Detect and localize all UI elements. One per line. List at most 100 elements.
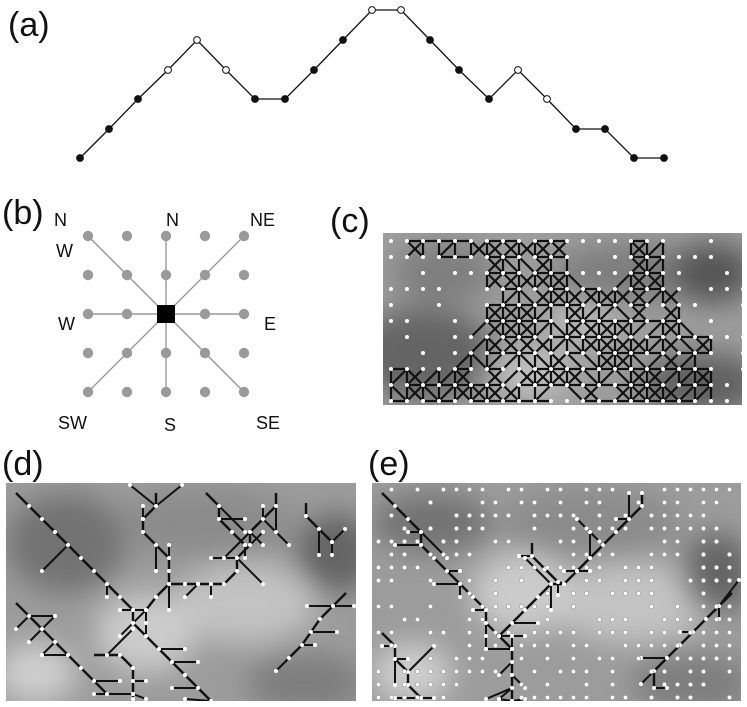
channel-node bbox=[131, 666, 135, 670]
grid-node bbox=[531, 564, 538, 571]
grid-node bbox=[713, 616, 720, 623]
grid-node bbox=[518, 642, 525, 649]
grid-node bbox=[492, 590, 499, 597]
grid-node bbox=[629, 367, 633, 371]
flow-segment bbox=[534, 272, 552, 290]
grid-node bbox=[501, 319, 505, 323]
flow-segment bbox=[486, 320, 504, 338]
channel-node bbox=[243, 530, 247, 534]
grid-node bbox=[389, 367, 393, 371]
panel-c-label: (c) bbox=[330, 202, 370, 240]
flow-segment bbox=[486, 240, 504, 258]
grid-node bbox=[531, 512, 538, 519]
grid-node bbox=[674, 694, 681, 701]
grid-node bbox=[405, 239, 409, 243]
channel-node bbox=[154, 569, 158, 573]
grid-node bbox=[648, 564, 655, 571]
grid-node bbox=[401, 564, 408, 571]
grid-node bbox=[388, 577, 395, 584]
grid-node bbox=[533, 335, 537, 339]
dir-label-se: SE bbox=[256, 413, 281, 433]
grid-node bbox=[469, 271, 473, 275]
grid-node bbox=[517, 351, 521, 355]
grid-node bbox=[570, 694, 577, 701]
channel-node bbox=[471, 595, 475, 599]
grid-node bbox=[674, 642, 681, 649]
channel-node bbox=[14, 627, 18, 631]
grid-node bbox=[440, 694, 447, 701]
channel-node bbox=[652, 686, 656, 690]
grid-node bbox=[622, 564, 629, 571]
grid-node bbox=[629, 335, 633, 339]
flow-segment bbox=[390, 384, 408, 402]
grid-node bbox=[661, 303, 665, 307]
flow-segment bbox=[646, 352, 664, 370]
flow-segment bbox=[518, 336, 536, 354]
flow-segment bbox=[678, 368, 696, 386]
grid-node bbox=[544, 655, 551, 662]
flow-segment bbox=[550, 352, 568, 370]
grid-node bbox=[693, 303, 697, 307]
grid-node bbox=[648, 590, 655, 597]
center-cell bbox=[157, 305, 175, 323]
grid-node bbox=[466, 655, 473, 662]
grid-node bbox=[389, 399, 393, 403]
grid-node bbox=[661, 512, 668, 519]
channel-node bbox=[639, 682, 643, 686]
grid-node bbox=[583, 590, 590, 597]
grid-node bbox=[635, 564, 642, 571]
grid-node bbox=[405, 255, 409, 259]
grid-node bbox=[453, 335, 457, 339]
channel-node bbox=[497, 634, 501, 638]
channel-node bbox=[167, 569, 171, 573]
neighbour-node bbox=[82, 347, 94, 359]
flow-segment bbox=[614, 272, 632, 290]
grid-node bbox=[583, 668, 590, 675]
grid-node bbox=[501, 367, 505, 371]
grid-node bbox=[549, 367, 553, 371]
grid-node bbox=[635, 499, 642, 506]
grid-node bbox=[709, 351, 713, 355]
grid-node bbox=[661, 525, 668, 532]
flow-segment bbox=[678, 336, 696, 354]
neighbour-nodes bbox=[82, 230, 250, 398]
grid-node bbox=[609, 668, 616, 675]
channel-node bbox=[588, 556, 592, 560]
channel-node bbox=[393, 683, 397, 687]
flow-segment bbox=[646, 384, 664, 402]
grid-node bbox=[485, 303, 489, 307]
grid-node bbox=[485, 335, 489, 339]
flow-segment bbox=[598, 304, 616, 322]
channel-node bbox=[432, 644, 436, 648]
grid-node bbox=[648, 577, 655, 584]
flow-segment bbox=[406, 384, 424, 402]
grid-node bbox=[485, 351, 489, 355]
grid-node bbox=[453, 668, 460, 675]
filled-node bbox=[426, 36, 434, 44]
grid-node bbox=[414, 564, 421, 571]
grid-node bbox=[609, 655, 616, 662]
grid-node bbox=[453, 383, 457, 387]
grid-node bbox=[505, 538, 512, 545]
grid-node bbox=[570, 538, 577, 545]
grid-node bbox=[389, 303, 393, 307]
grid-node bbox=[501, 287, 505, 291]
grid-node bbox=[549, 287, 553, 291]
channel-node bbox=[665, 656, 669, 660]
flow-segment bbox=[406, 368, 424, 386]
channel-node bbox=[484, 697, 488, 701]
filled-node bbox=[630, 154, 638, 162]
tributary bbox=[498, 698, 513, 701]
grid-node bbox=[613, 383, 617, 387]
neighbour-node bbox=[160, 230, 172, 242]
grid-node bbox=[726, 603, 733, 610]
grid-node bbox=[501, 255, 505, 259]
grid-node bbox=[661, 538, 668, 545]
channel-node bbox=[105, 582, 109, 586]
channel-node bbox=[530, 554, 534, 558]
grid-node bbox=[389, 287, 393, 291]
grid-node bbox=[517, 367, 521, 371]
grid-node bbox=[414, 538, 421, 545]
channel-node bbox=[118, 608, 122, 612]
grid-node bbox=[583, 642, 590, 649]
